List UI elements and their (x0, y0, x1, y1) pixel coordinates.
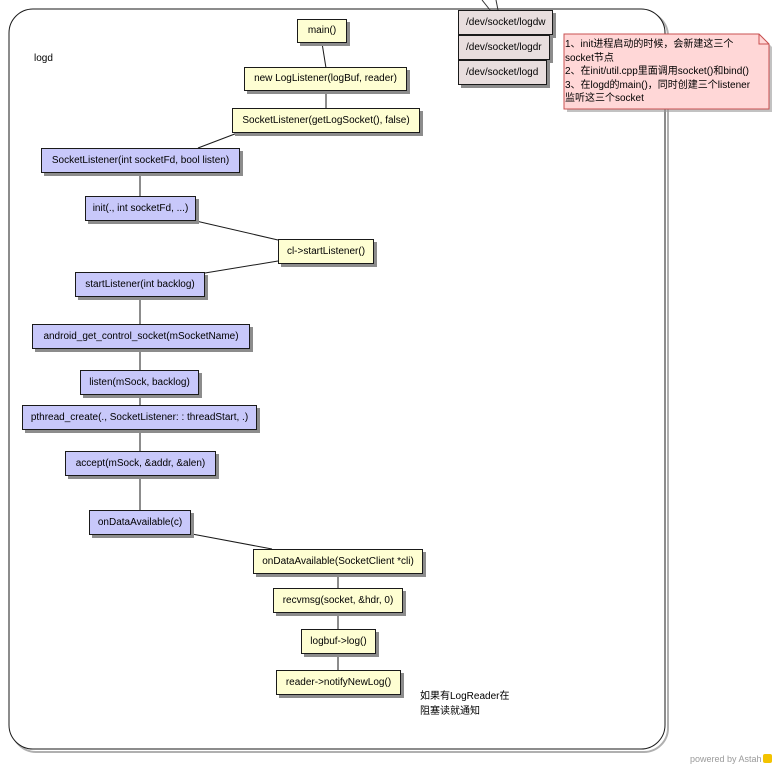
astah-watermark: powered by Astah (690, 754, 772, 764)
node-logbuf-log[interactable]: logbuf->log() (301, 629, 376, 654)
annotation-line: 如果有LogReader在 (420, 691, 510, 702)
note-shape (563, 33, 772, 112)
node-accept[interactable]: accept(mSock, &addr, &alen) (65, 451, 216, 476)
note-line: 2、在init/util.cpp里面调用socket()和bind() (565, 66, 749, 77)
node-listen[interactable]: listen(mSock, backlog) (80, 370, 199, 395)
edge-main-new (321, 42, 327, 69)
annotation-line: 阻塞读就通知 (420, 706, 480, 717)
edge-ondata-cli (191, 533, 273, 550)
socket-node-logd[interactable]: /dev/socket/logd (458, 60, 547, 85)
node-reader-notify[interactable]: reader->notifyNewLog() (276, 670, 401, 695)
node-socket-listener-ctor[interactable]: SocketListener(getLogSocket(), false) (232, 108, 420, 133)
socket-node-logdw[interactable]: /dev/socket/logdw (458, 10, 553, 35)
logd-frame (8, 8, 666, 750)
node-cl-start-listener[interactable]: cl->startListener() (278, 239, 374, 264)
note-text: 1、init进程启动的时候，会新建这三个 socket节点 2、在init/ut… (565, 38, 765, 106)
flow-connectors (139, 42, 339, 670)
astah-logo-icon (762, 754, 772, 763)
node-recvmsg[interactable]: recvmsg(socket, &hdr, 0) (273, 588, 403, 613)
node-android-get-control-socket[interactable]: android_get_control_socket(mSocketName) (32, 324, 250, 349)
edge-ctor-impl (197, 131, 241, 149)
frame-label: logd (34, 53, 53, 64)
node-on-data-available-cli[interactable]: onDataAvailable(SocketClient *cli) (253, 549, 423, 574)
node-init[interactable]: init(., int socketFd, ...) (85, 196, 196, 221)
note-line: socket节点 (565, 52, 614, 64)
note-line: 监听这三个socket (565, 93, 644, 104)
socket-connector-1 (481, 0, 491, 11)
node-start-listener[interactable]: startListener(int backlog) (75, 272, 205, 297)
edge-cl-start (204, 260, 279, 274)
node-main[interactable]: main() (297, 19, 347, 43)
socket-connector-2 (495, 0, 499, 11)
note-line: 3、在logd的main()，同时创建三个listener (565, 79, 751, 91)
annotation-text: 如果有LogReader在 阻塞读就通知 (420, 689, 509, 719)
note-line: 1、init进程启动的时候，会新建这三个 (565, 39, 734, 50)
node-new-log-listener[interactable]: new LogListener(logBuf, reader) (244, 67, 407, 91)
node-pthread-create[interactable]: pthread_create(., SocketListener: : thre… (22, 405, 257, 430)
node-socket-listener-impl[interactable]: SocketListener(int socketFd, bool listen… (41, 148, 240, 173)
watermark-text: powered by Astah (690, 754, 762, 764)
socket-node-logdr[interactable]: /dev/socket/logdr (458, 35, 550, 60)
edge-init-cl (195, 220, 279, 241)
node-on-data-available-c[interactable]: onDataAvailable(c) (89, 510, 191, 535)
